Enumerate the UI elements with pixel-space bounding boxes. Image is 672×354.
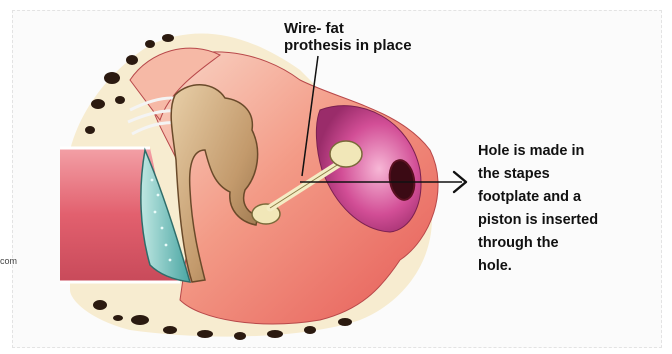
wire-fat-prosthesis-label: Wire- fat prothesis in place	[284, 20, 464, 54]
piston-head	[330, 141, 362, 167]
edge-text-fragment: com	[0, 256, 17, 266]
stapes-hole-label: Hole is made in the stapes footplate and…	[478, 140, 658, 278]
